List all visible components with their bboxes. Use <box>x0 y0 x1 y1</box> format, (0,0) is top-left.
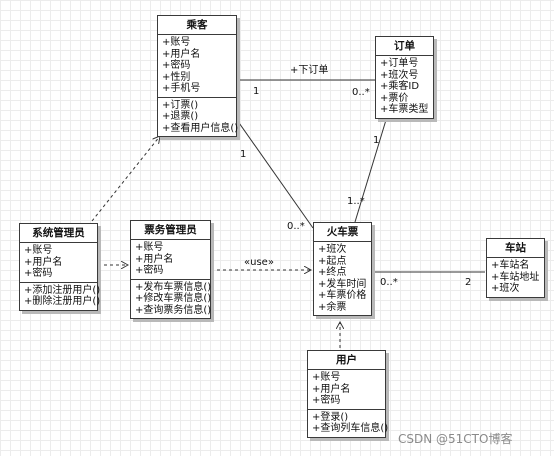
method: +发布车票信息() <box>135 281 212 293</box>
class-station-name: 车站 <box>487 239 544 258</box>
class-user[interactable]: 用户 +账号 +用户名 +密码 +登录() +查询列车信息() <box>307 350 389 438</box>
class-passenger-name: 乘客 <box>158 16 236 35</box>
class-sysadmin-attributes: +账号 +用户名 +密码 <box>20 243 97 282</box>
association-passenger-ticket <box>236 119 314 229</box>
class-ticket[interactable]: 火车票 +班次 +起点 +终点 +发车时间 +车票价格 +余票 <box>313 222 372 316</box>
multiplicity-passenger-order-target: 0..* <box>352 87 370 98</box>
attribute: +密码 <box>135 265 164 276</box>
attribute: +账号 <box>24 245 53 256</box>
method: +查询票务信息() <box>135 304 212 316</box>
association-order-ticket <box>354 119 387 223</box>
attribute: +发车时间 <box>318 278 367 290</box>
attribute: +性别 <box>162 71 191 83</box>
multiplicity-passenger-ticket-target: 0..* <box>287 221 305 232</box>
attribute: +班次 <box>491 283 520 294</box>
method: +添加注册用户() <box>24 284 101 296</box>
class-ticketadmin-name: 票务管理员 <box>131 221 210 240</box>
attribute: +车站地址 <box>491 271 540 283</box>
method: +查看用户信息() <box>162 122 239 134</box>
class-user-methods: +登录() +查询列车信息() <box>308 408 389 437</box>
class-passenger-attributes: +账号 +用户名 +密码 +性别 +手机号 <box>158 35 236 97</box>
attribute: +订单号 <box>380 58 419 69</box>
method: +查询列车信息() <box>312 423 389 434</box>
attribute: +账号 <box>312 372 341 383</box>
class-sysadmin-methods: +添加注册用户() +删除注册用户() <box>20 281 101 310</box>
multiplicity-order-ticket-target: 1..* <box>347 196 365 207</box>
attribute: +账号 <box>135 242 164 253</box>
class-ticketadmin-methods: +发布车票信息() +修改车票信息() +查询票务信息() <box>131 278 212 319</box>
attribute: +账号 <box>162 37 191 48</box>
class-sysadmin[interactable]: 系统管理员 +账号 +用户名 +密码 +添加注册用户() +删除注册用户() <box>19 223 101 311</box>
class-ticket-name: 火车票 <box>314 223 371 242</box>
attribute: +车票价格 <box>318 290 367 301</box>
class-user-name: 用户 <box>308 351 385 370</box>
multiplicity-order-ticket-source: 1 <box>373 135 380 146</box>
watermark: CSDN @51CTO博客 <box>398 432 513 446</box>
relation-label-use: «use» <box>244 257 274 268</box>
class-station[interactable]: 车站 +车站名 +车站地址 +班次 <box>486 238 545 298</box>
attribute: +班次号 <box>380 69 419 81</box>
class-order[interactable]: 订单 +订单号 +班次号 +乘客ID +票价 +车票类型 <box>375 36 434 119</box>
class-ticketadmin-attributes: +账号 +用户名 +密码 <box>131 240 210 279</box>
attribute: +用户名 <box>135 253 174 265</box>
dependency-sysadmin-passenger <box>91 136 160 222</box>
method: +登录() <box>312 411 349 423</box>
multiplicity-ticket-station-source: 0..* <box>380 277 398 288</box>
attribute: +密码 <box>162 60 191 71</box>
method: +删除注册用户() <box>24 296 101 307</box>
attribute: +用户名 <box>162 48 201 60</box>
attribute: +余票 <box>318 301 347 313</box>
class-order-attributes: +订单号 +班次号 +乘客ID +票价 +车票类型 <box>376 56 433 118</box>
relation-label-place-order: +下订单 <box>290 65 329 76</box>
attribute: +用户名 <box>24 256 63 268</box>
class-passenger[interactable]: 乘客 +账号 +用户名 +密码 +性别 +手机号 +订票() +退票() +查看… <box>157 15 239 137</box>
class-ticketadmin[interactable]: 票务管理员 +账号 +用户名 +密码 +发布车票信息() +修改车票信息() +… <box>130 220 211 319</box>
class-order-name: 订单 <box>376 37 433 56</box>
attribute: +起点 <box>318 255 347 267</box>
class-user-attributes: +账号 +用户名 +密码 <box>308 370 385 409</box>
attribute: +乘客ID <box>380 81 420 92</box>
multiplicity-ticket-station-target: 2 <box>465 277 472 288</box>
class-sysadmin-name: 系统管理员 <box>20 224 97 243</box>
attribute: +票价 <box>380 92 409 104</box>
attribute: +班次 <box>318 244 347 255</box>
method: +订票() <box>162 99 199 111</box>
method: +退票() <box>162 111 199 122</box>
attribute: +车票类型 <box>380 104 429 115</box>
class-passenger-methods: +订票() +退票() +查看用户信息() <box>158 96 239 137</box>
attribute: +用户名 <box>312 383 351 395</box>
attribute: +密码 <box>24 268 53 279</box>
class-station-attributes: +车站名 +车站地址 +班次 <box>487 258 544 297</box>
attribute: +密码 <box>312 395 341 406</box>
class-ticket-attributes: +班次 +起点 +终点 +发车时间 +车票价格 +余票 <box>314 242 371 315</box>
attribute: +终点 <box>318 267 347 278</box>
method: +修改车票信息() <box>135 293 212 304</box>
multiplicity-passenger-order-source: 1 <box>253 86 260 97</box>
attribute: +手机号 <box>162 83 201 94</box>
multiplicity-passenger-ticket-source: 1 <box>240 149 247 160</box>
attribute: +车站名 <box>491 260 530 271</box>
